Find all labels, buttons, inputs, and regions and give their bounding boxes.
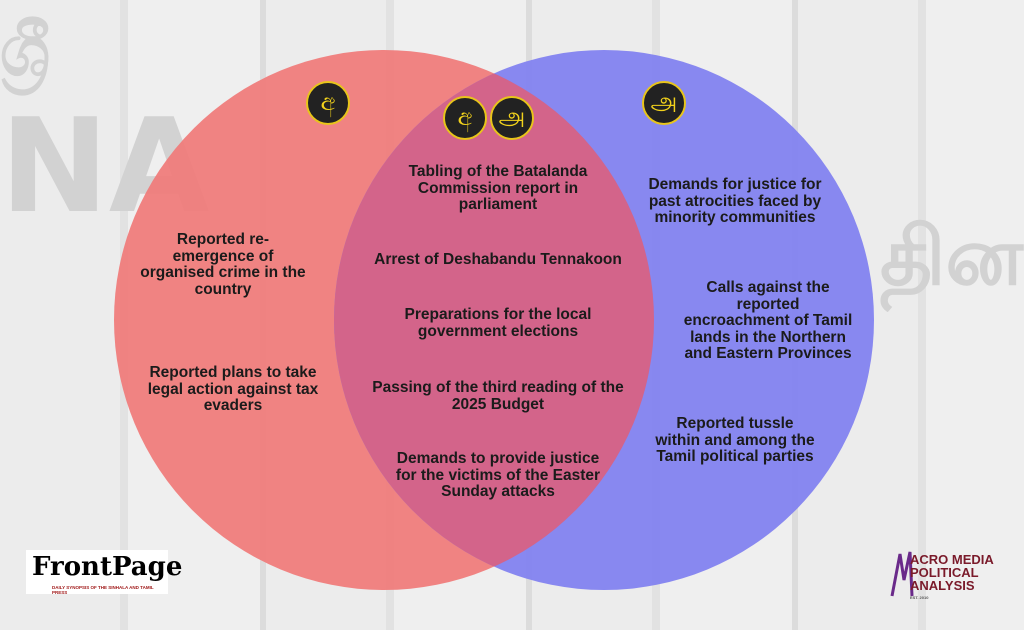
left-item: Reported plans to take legal action agai… (147, 364, 319, 414)
frontpage-logo: FrontPage DAILY SYNOPSIS OF THE SINHALA … (26, 550, 182, 595)
center-item: Tabling of the Batalanda Commission repo… (408, 163, 588, 213)
left-item: Reported re-emergence of organised crime… (140, 231, 306, 298)
center-item: Arrest of Deshabandu Tennakoon (374, 251, 622, 268)
overlap-region (334, 50, 654, 590)
background-newsprint: ශ්‍රී (0, 10, 51, 92)
center-item: Preparations for the local government el… (404, 306, 592, 340)
right-item: Demands for justice for past atrocities … (648, 176, 822, 226)
acro-logo-mark (890, 551, 914, 597)
sinhala-badge-icon: අ (306, 81, 350, 125)
acro-line2: POLITICAL (910, 565, 979, 580)
sinhala-badge-icon: අ (443, 96, 487, 140)
acro-line1: ACRO MEDIA (910, 552, 994, 567)
right-item: Calls against the reported encroachment … (683, 279, 853, 362)
background-newsprint: தின (880, 210, 1024, 303)
tamil-badge-icon: அ (642, 81, 686, 125)
frontpage-logo-text: FrontPage (32, 552, 183, 582)
tamil-badge-icon: அ (490, 96, 534, 140)
acro-line3: ANALYSIS (910, 578, 975, 593)
frontpage-logo-subtitle: DAILY SYNOPSIS OF THE SINHALA AND TAMIL … (52, 585, 154, 595)
center-item: Passing of the third reading of the 2025… (372, 379, 624, 413)
center-item: Demands to provide justice for the victi… (395, 450, 601, 500)
right-item: Reported tussle within and among the Tam… (655, 415, 815, 465)
acro-est: EST. 2010 (910, 595, 929, 600)
acro-media-logo: ACRO MEDIA POLITICAL ANALYSIS EST. 2010 (890, 550, 1000, 600)
